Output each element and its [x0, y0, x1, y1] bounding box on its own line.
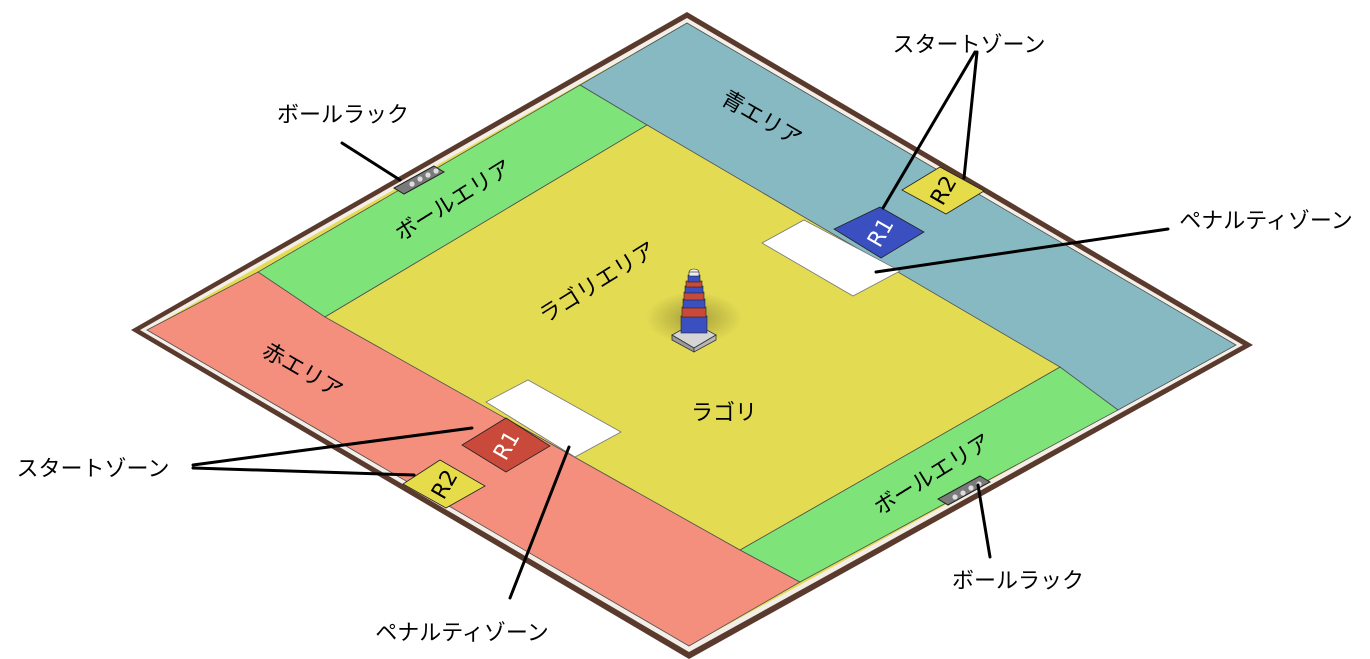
lagori-label: ラゴリ: [691, 401, 757, 426]
start-zone-red-r1: [461, 417, 551, 473]
ball-rack-bottom-label: ボールラック: [952, 569, 1084, 594]
start-zone-blue-r1: [833, 206, 925, 259]
leader-start-left-r1: [191, 426, 474, 467]
start-zone-left-label: スタートゾーン: [17, 457, 170, 482]
penalty-zone-right-label: ペナルティゾーン: [1179, 209, 1353, 234]
ball-rack-top-label: ボールラック: [277, 103, 409, 128]
start-zone-red-r2: [402, 459, 486, 509]
leader-penalty-bottom: [508, 445, 571, 600]
leader-penalty-right: [874, 227, 1170, 274]
lagori-tower: [646, 268, 742, 353]
leader-start-top-r1: [881, 50, 977, 210]
leader-ball-rack-bottom: [976, 483, 992, 559]
penalty-zone-red: [485, 379, 622, 458]
penalty-zone-bottom-label: ペナルティゾーン: [375, 621, 549, 646]
ball-rack-bottom: [936, 475, 992, 506]
leader-start-top-r2: [962, 50, 979, 180]
start-zone-top-label: スタートゾーン: [893, 33, 1046, 58]
leader-ball-rack-top: [340, 141, 402, 182]
leader-start-left-r2: [191, 466, 416, 477]
ball-rack-top: [392, 165, 446, 195]
start-zone-blue-r2: [901, 166, 985, 215]
leader-lines: [191, 50, 1170, 600]
penalty-zone-blue: [761, 219, 901, 297]
